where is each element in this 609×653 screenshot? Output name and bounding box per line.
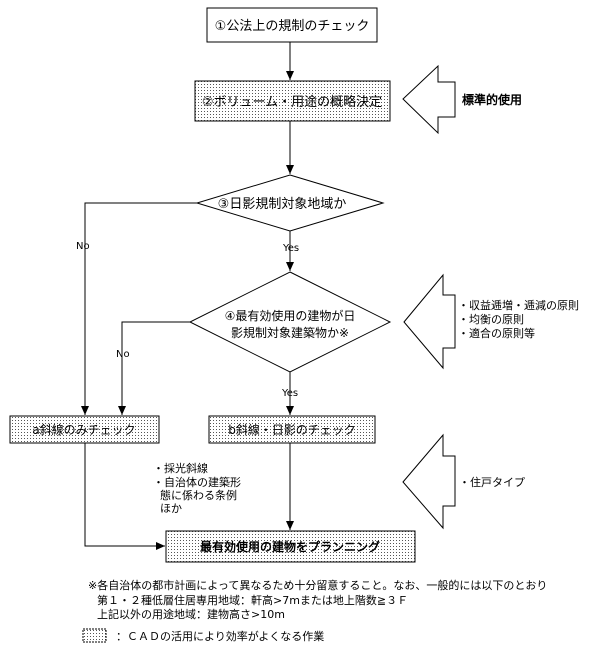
note-a-4: ほか: [160, 502, 182, 515]
final-box: 最有効使用の建物をプランニング: [165, 530, 416, 563]
step3-label: ③日影規制対象地域か: [218, 197, 347, 212]
no-label-4: No: [116, 349, 130, 360]
notes-a: ・採光斜線 ・自治体の建築形 態に係わる条例 ほか: [153, 461, 241, 515]
step4-label-line2: 影規制対象建築物か※: [231, 325, 349, 340]
step4-label-line1: ④最有効使用の建物が日: [225, 308, 356, 323]
no-arrow-4: [118, 321, 190, 415]
box-a: a斜線のみチェック: [9, 415, 160, 444]
legend-label: ：ＣＡＤの活用により効率がよくなる作業: [116, 629, 324, 643]
yes-label-4: Yes: [281, 388, 298, 399]
step1-box: ①公法上の規制のチェック: [206, 7, 378, 43]
footnote-line3: 上記以外の用途地域：建物高さ>10m: [97, 607, 285, 621]
step2-box: ②ボリューム・用途の概略決定: [194, 80, 391, 122]
final-label: 最有効使用の建物をプランニング: [200, 539, 380, 554]
note-a-1: ・採光斜線: [153, 461, 208, 475]
principle-1: ・収益逓増・逓減の原則: [458, 298, 579, 312]
footnote-line1: ※各自治体の都市計画によって異なるため十分留意すること。なお、一般的には以下のと…: [88, 578, 547, 592]
box-b: b斜線・日影のチェック: [208, 415, 376, 444]
note-a-2: ・自治体の建築形: [153, 475, 241, 489]
box-a-label: a斜線のみチェック: [32, 422, 135, 437]
footnote-line2: 第１・２種低層住居専用地域：軒高>7mまたは地上階数≧３Ｆ: [97, 593, 408, 607]
legend: ：ＣＡＤの活用により効率がよくなる作業: [82, 628, 324, 643]
note-a-3: 態に係わる条例: [160, 488, 237, 502]
standard-use-label: 標準的使用: [462, 92, 522, 107]
arrow-a-final: [84, 443, 165, 550]
legend-swatch: [82, 628, 107, 643]
step4-diamond: ④最有効使用の建物が日 影規制対象建築物か※: [188, 271, 392, 373]
box-b-label: b斜線・日影のチェック: [228, 422, 356, 437]
no-arrow-3: [81, 202, 197, 415]
step3-diamond: ③日影規制対象地域か: [195, 174, 385, 232]
principle-3: ・適合の原則等: [458, 326, 535, 340]
step2-label: ②ボリューム・用途の概略決定: [202, 94, 382, 110]
principles-arrow: ・収益逓増・逓減の原則 ・均衡の原則 ・適合の原則等: [403, 273, 579, 370]
yes-label-3: Yes: [282, 243, 299, 254]
no-label-3: No: [76, 241, 90, 252]
principle-2: ・均衡の原則: [458, 313, 524, 326]
standard-use-arrow: 標準的使用: [402, 64, 522, 135]
step1-label: ①公法上の規制のチェック: [215, 19, 370, 34]
housing-type-label: ・住戸タイプ: [459, 475, 525, 489]
housing-type-arrow: ・住戸タイプ: [402, 433, 525, 530]
